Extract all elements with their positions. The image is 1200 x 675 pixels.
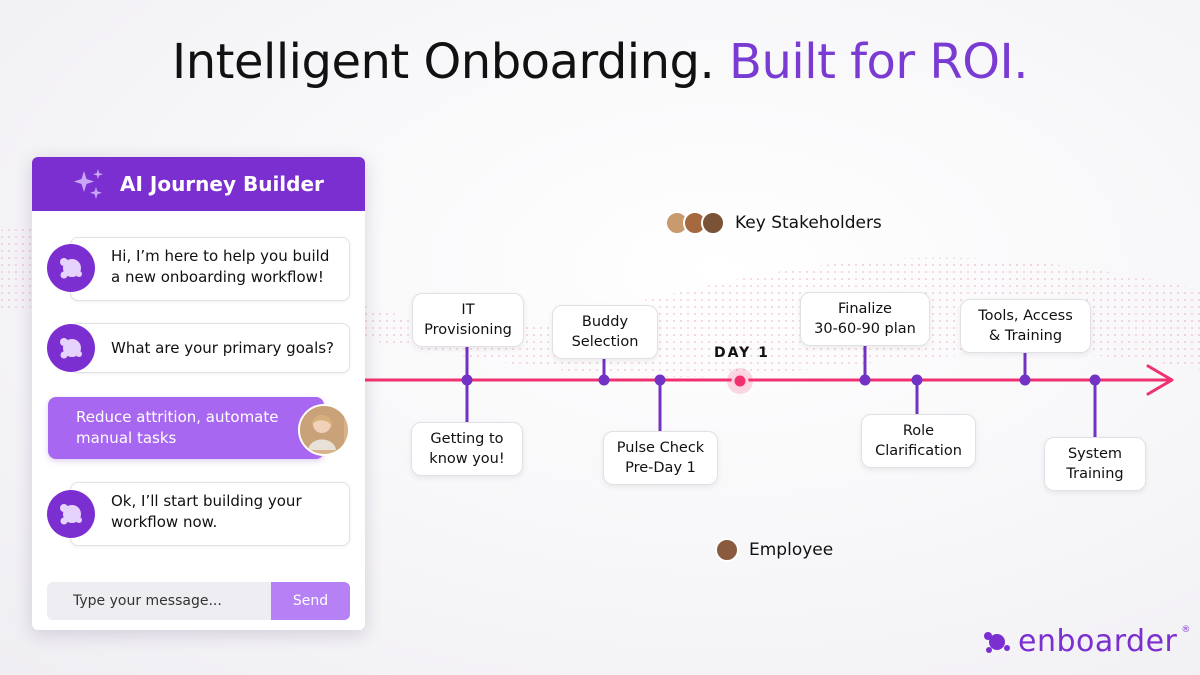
enboarder-mark-icon	[60, 258, 82, 279]
enboarder-logo: enboarder®	[980, 624, 1191, 659]
user-message: Reduce attrition, automate manual tasks	[48, 397, 324, 459]
panel-title: AI Journey Builder	[120, 172, 324, 196]
milestone-card-it-provisioning[interactable]: IT Provisioning	[412, 293, 524, 347]
enboarder-logo-mark-icon	[984, 631, 1010, 653]
logo-text: enboarder	[1018, 624, 1178, 659]
enboarder-mark-icon	[60, 504, 82, 525]
stakeholder-avatars	[665, 211, 725, 235]
ai-journey-builder-panel: AI Journey Builder Hi, I’m here to help …	[32, 157, 365, 630]
employee-avatar	[715, 538, 739, 562]
day1-label: DAY 1	[714, 345, 770, 361]
bot-message: What are your primary goals?	[70, 323, 350, 373]
key-stakeholders-legend: Key Stakeholders	[665, 211, 882, 235]
bot-avatar	[47, 490, 95, 538]
key-stakeholders-label: Key Stakeholders	[735, 213, 882, 233]
stakeholder-avatar	[701, 211, 725, 235]
employee-label: Employee	[749, 540, 834, 560]
message-input[interactable]	[47, 582, 271, 620]
panel-header: AI Journey Builder	[32, 157, 365, 211]
bot-message-text: What are your primary goals?	[111, 338, 335, 357]
headline-accent: Built for ROI.	[729, 34, 1028, 90]
person-photo-icon	[300, 406, 344, 450]
bot-avatar	[47, 244, 95, 292]
registered-mark: ®	[1181, 624, 1191, 635]
timeline-node	[1089, 374, 1101, 386]
milestone-card-tools-access-training[interactable]: Tools, Access & Training	[960, 299, 1091, 353]
bot-message: Hi, I’m here to help you build a new onb…	[70, 237, 350, 301]
timeline-node	[461, 374, 473, 386]
milestone-card-pulse-check[interactable]: Pulse Check Pre-Day 1	[603, 431, 718, 485]
user-message-text: Reduce attrition, automate manual tasks	[76, 408, 279, 447]
headline: Intelligent Onboarding. Built for ROI.	[0, 34, 1200, 90]
milestone-card-system-training[interactable]: System Training	[1044, 437, 1146, 491]
milestone-card-buddy-selection[interactable]: Buddy Selection	[552, 305, 658, 359]
bot-avatar	[47, 324, 95, 372]
milestone-card-role-clarification[interactable]: Role Clarification	[861, 414, 976, 468]
enboarder-mark-icon	[60, 338, 82, 359]
milestone-card-finalize-plan[interactable]: Finalize 30-60-90 plan	[800, 292, 930, 346]
timeline-node	[1019, 374, 1031, 386]
bot-message: Ok, I’ll start building your workflow no…	[70, 482, 350, 546]
timeline-node	[911, 374, 923, 386]
milestone-card-getting-to-know-you[interactable]: Getting to know you!	[411, 422, 523, 476]
timeline-arrowhead	[1146, 364, 1174, 396]
bot-message-text: Hi, I’m here to help you build a new onb…	[111, 247, 330, 286]
headline-main: Intelligent Onboarding.	[172, 34, 730, 90]
timeline-node	[598, 374, 610, 386]
timeline-node	[654, 374, 666, 386]
day1-marker	[731, 372, 749, 390]
bot-message-text: Ok, I’ll start building your workflow no…	[111, 492, 302, 531]
message-composer: Send	[47, 582, 350, 620]
employee-legend: Employee	[715, 538, 833, 562]
send-button[interactable]: Send	[271, 582, 350, 620]
user-avatar	[298, 404, 350, 456]
timeline-node	[859, 374, 871, 386]
sparkles-icon	[74, 169, 103, 199]
